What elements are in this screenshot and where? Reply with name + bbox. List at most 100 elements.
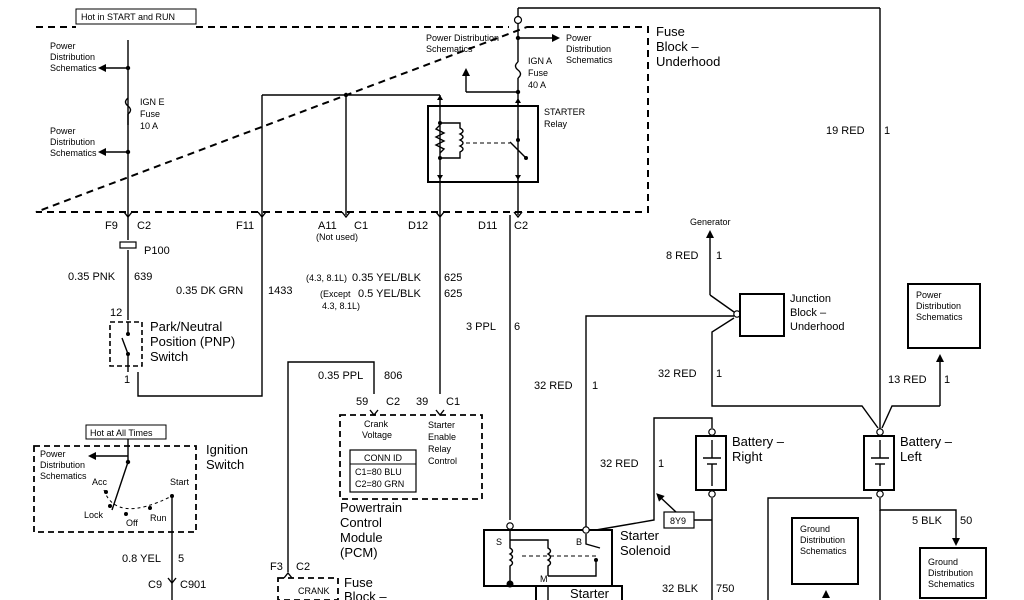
- ignition-start: Start: [170, 477, 190, 487]
- splice-p100-label: P100: [144, 245, 170, 257]
- wire-ppl3-gauge: 3 PPL: [466, 321, 496, 333]
- solenoid-terminal-s: S: [496, 537, 502, 547]
- ground1-2: Distribution: [800, 535, 845, 545]
- pcm-pin-39: 39: [416, 396, 428, 408]
- conn-id-c2: C2=80 GRN: [355, 479, 404, 489]
- starter-relay-label-1: STARTER: [544, 107, 586, 117]
- ground-dist-box-1: [791, 517, 859, 585]
- ignition-lock: Lock: [84, 510, 104, 520]
- ignition-name-2: Switch: [206, 457, 244, 472]
- hot-all-times-label: Hot at All Times: [90, 428, 153, 438]
- ground1-1: Ground: [800, 524, 830, 534]
- wire-yel2-note2: 4.3, 8.1L): [322, 301, 360, 311]
- connector-c901: C901: [180, 579, 206, 591]
- wire-blk5-num: 50: [960, 515, 972, 527]
- conn-id-c1: C1=80 BLU: [355, 467, 402, 477]
- ign-e-fuse-icon: [124, 97, 132, 115]
- connector-f9: F9: [105, 220, 118, 232]
- bottom-fuse-label: Fuse: [344, 575, 373, 590]
- junction-name-3: Underhood: [790, 321, 844, 333]
- p100-splice-icon: [119, 241, 137, 249]
- tag-8y9-label: 8Y9: [670, 516, 686, 526]
- pcm-name-1: Powertrain: [340, 500, 402, 515]
- wire-red8-num: 1: [716, 250, 722, 262]
- pcm-c1: C1: [446, 396, 460, 408]
- pds-2-line-2: Distribution: [50, 137, 95, 147]
- pcm-crank-2: Voltage: [362, 430, 392, 440]
- fuse-block-outline: [35, 26, 649, 213]
- conn-id-title: CONN ID: [364, 453, 403, 463]
- conn-id-box: [349, 449, 417, 493]
- bottom-fuse-block-box: [277, 577, 339, 600]
- ignition-name-1: Ignition: [206, 442, 248, 457]
- ground2-1: Ground: [928, 557, 958, 567]
- battery-left-name-2: Left: [900, 449, 922, 464]
- junction-name-2: Block –: [790, 307, 827, 319]
- pcm-ser-1: Starter: [428, 420, 455, 430]
- wire-ppl035-gauge: 0.35 PPL: [318, 370, 363, 382]
- hot-all-times-box: [85, 424, 167, 440]
- junction-block-box: [739, 293, 785, 337]
- pds-4-line-2: Distribution: [566, 44, 611, 54]
- wire-yel2-note: (Except: [320, 289, 351, 299]
- ground2-3: Schematics: [928, 579, 975, 589]
- wire-red13-num: 1: [944, 374, 950, 386]
- wire-yel1-note: (4.3, 8.1L): [306, 273, 347, 283]
- wire-ppl3-num: 6: [514, 321, 520, 333]
- pnp-name-3: Switch: [150, 349, 188, 364]
- pds-3-line-2: Schematics: [426, 44, 473, 54]
- ignition-switch-lever: [111, 461, 129, 511]
- wire-blk5-gauge: 5 BLK: [912, 515, 943, 527]
- battery-left-name-1: Battery –: [900, 434, 953, 449]
- starter-solenoid-name-1: Starter: [620, 528, 660, 543]
- wire-red19-gauge: 19 RED: [826, 125, 865, 137]
- wire-red19-num: 1: [884, 125, 890, 137]
- wire-blk32-num: 750: [716, 583, 734, 595]
- bottom-block-label: Block –: [344, 589, 387, 600]
- starter-motor-label: Starter: [570, 586, 610, 600]
- wire-dkgrn-num: 1433: [268, 285, 292, 297]
- ign-a-label-1: IGN A: [528, 56, 552, 66]
- ignition-pds-1: Power: [40, 449, 66, 459]
- pds-right-1: Power: [916, 290, 942, 300]
- pnp-pin-bottom: 1: [124, 374, 130, 386]
- ign-e-label-1: IGN E: [140, 97, 165, 107]
- connector-c2-bottom: C2: [296, 561, 310, 573]
- battery-right-name-1: Battery –: [732, 434, 785, 449]
- wire-red32b-num: 1: [716, 368, 722, 380]
- fuse-block-title-1: Fuse: [656, 24, 685, 39]
- pds-right-3: Schematics: [916, 312, 963, 322]
- ground1-3: Schematics: [800, 546, 847, 556]
- wire-red32c-gauge: 32 RED: [600, 458, 639, 470]
- wire-red32a-num: 1: [592, 380, 598, 392]
- ignition-switch-box: [33, 445, 197, 533]
- pds-arrow-icon: [98, 64, 106, 72]
- ground-dist-box-2: [919, 547, 987, 599]
- battery-right-box: [695, 435, 727, 491]
- connector-c2a: C2: [137, 220, 151, 232]
- wire-yel1-num: 625: [444, 272, 462, 284]
- solenoid-terminal-m: M: [540, 574, 548, 584]
- hot-start-run-box: [75, 8, 197, 25]
- battery-left-box: [863, 435, 895, 491]
- pds-2-line-1: Power: [50, 126, 76, 136]
- wire-ppl035-num: 806: [384, 370, 402, 382]
- pds-arrow-icon: [98, 148, 106, 156]
- ign-a-fuse-icon: [514, 61, 522, 79]
- wire-red32b-gauge: 32 RED: [658, 368, 697, 380]
- relay-coil-icon: [440, 122, 464, 159]
- bottom-crank-label: CRANK: [298, 586, 330, 596]
- ignition-acc: Acc: [92, 477, 108, 487]
- connector-c9: C9: [148, 579, 162, 591]
- pds-3-line-1: Power Distribution: [426, 33, 499, 43]
- pcm-name-2: Control: [340, 515, 382, 530]
- ign-a-label-3: 40 A: [528, 80, 546, 90]
- wire-red32a-gauge: 32 RED: [534, 380, 573, 392]
- ignition-run: Run: [150, 513, 167, 523]
- pcm-ser-4: Control: [428, 456, 457, 466]
- pds-right-box: [907, 283, 981, 349]
- pcm-box: [339, 414, 483, 500]
- ign-e-label-3: 10 A: [140, 121, 158, 131]
- pds-right-2: Distribution: [916, 301, 961, 311]
- wire-yel1-gauge: 0.35 YEL/BLK: [352, 272, 422, 284]
